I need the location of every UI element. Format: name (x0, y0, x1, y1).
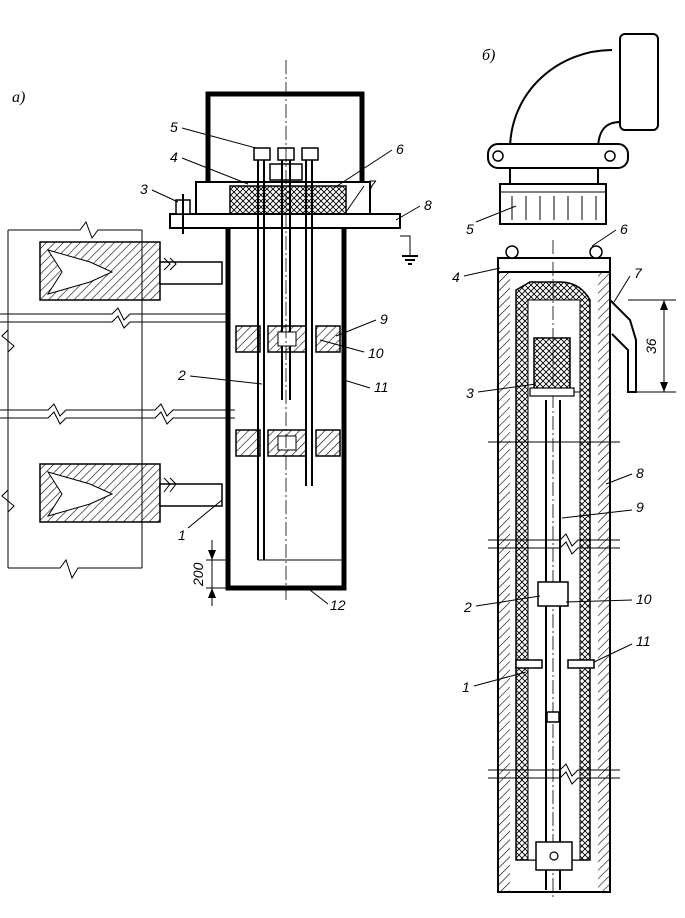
leaders-a (151, 127, 421, 605)
head-bend (487, 33, 659, 190)
panel-b-label: б) (482, 47, 495, 64)
callout-a-6: 6 (396, 141, 404, 157)
callout-b-4: 4 (452, 269, 460, 285)
callout-a-8: 8 (424, 197, 432, 213)
callout-b-5: 5 (466, 221, 474, 237)
callout-a-10: 10 (368, 345, 384, 361)
insulator-lower-row (235, 429, 341, 457)
callout-a-2: 2 (177, 367, 186, 383)
callout-b-8: 8 (636, 465, 644, 481)
panel-a-drawing: а) 5 4 3 6 7 8 9 10 11 2 1 12 200 (0, 60, 432, 613)
callout-a-7: 7 (368, 177, 377, 193)
callout-a-4: 4 (170, 149, 178, 165)
panel-a-label: а) (12, 89, 25, 106)
callout-a-3: 3 (140, 181, 148, 197)
callout-b-6: 6 (620, 221, 628, 237)
callout-a-9: 9 (380, 311, 388, 327)
housing (169, 60, 418, 600)
leaders-b (463, 205, 633, 687)
callout-b-1: 1 (462, 679, 470, 695)
callout-b-2: 2 (463, 599, 472, 615)
callout-b-9: 9 (636, 499, 644, 515)
callout-a-5: 5 (170, 119, 178, 135)
clamp (499, 183, 607, 225)
dimension-36 (628, 299, 676, 393)
dimension-b-value: 36 (643, 338, 659, 354)
callout-a-12: 12 (330, 597, 346, 613)
callout-b-3: 3 (466, 385, 474, 401)
flange (497, 257, 611, 273)
break-lines (0, 307, 235, 425)
electrode-lower (39, 463, 223, 523)
side-lug (609, 299, 637, 393)
callout-b-11: 11 (636, 633, 651, 649)
callout-a-11: 11 (374, 379, 389, 395)
body-tube (488, 240, 620, 900)
insulator-upper-row (235, 325, 341, 353)
panel-b-drawing: б) 5 6 4 7 3 8 9 2 10 11 1 36 (452, 33, 676, 900)
callout-b-7: 7 (634, 265, 643, 281)
dimension-200 (206, 540, 226, 606)
dimension-a-value: 200 (190, 562, 206, 587)
electrode-upper (39, 241, 223, 301)
callout-a-1: 1 (178, 527, 186, 543)
callout-b-10: 10 (636, 591, 652, 607)
